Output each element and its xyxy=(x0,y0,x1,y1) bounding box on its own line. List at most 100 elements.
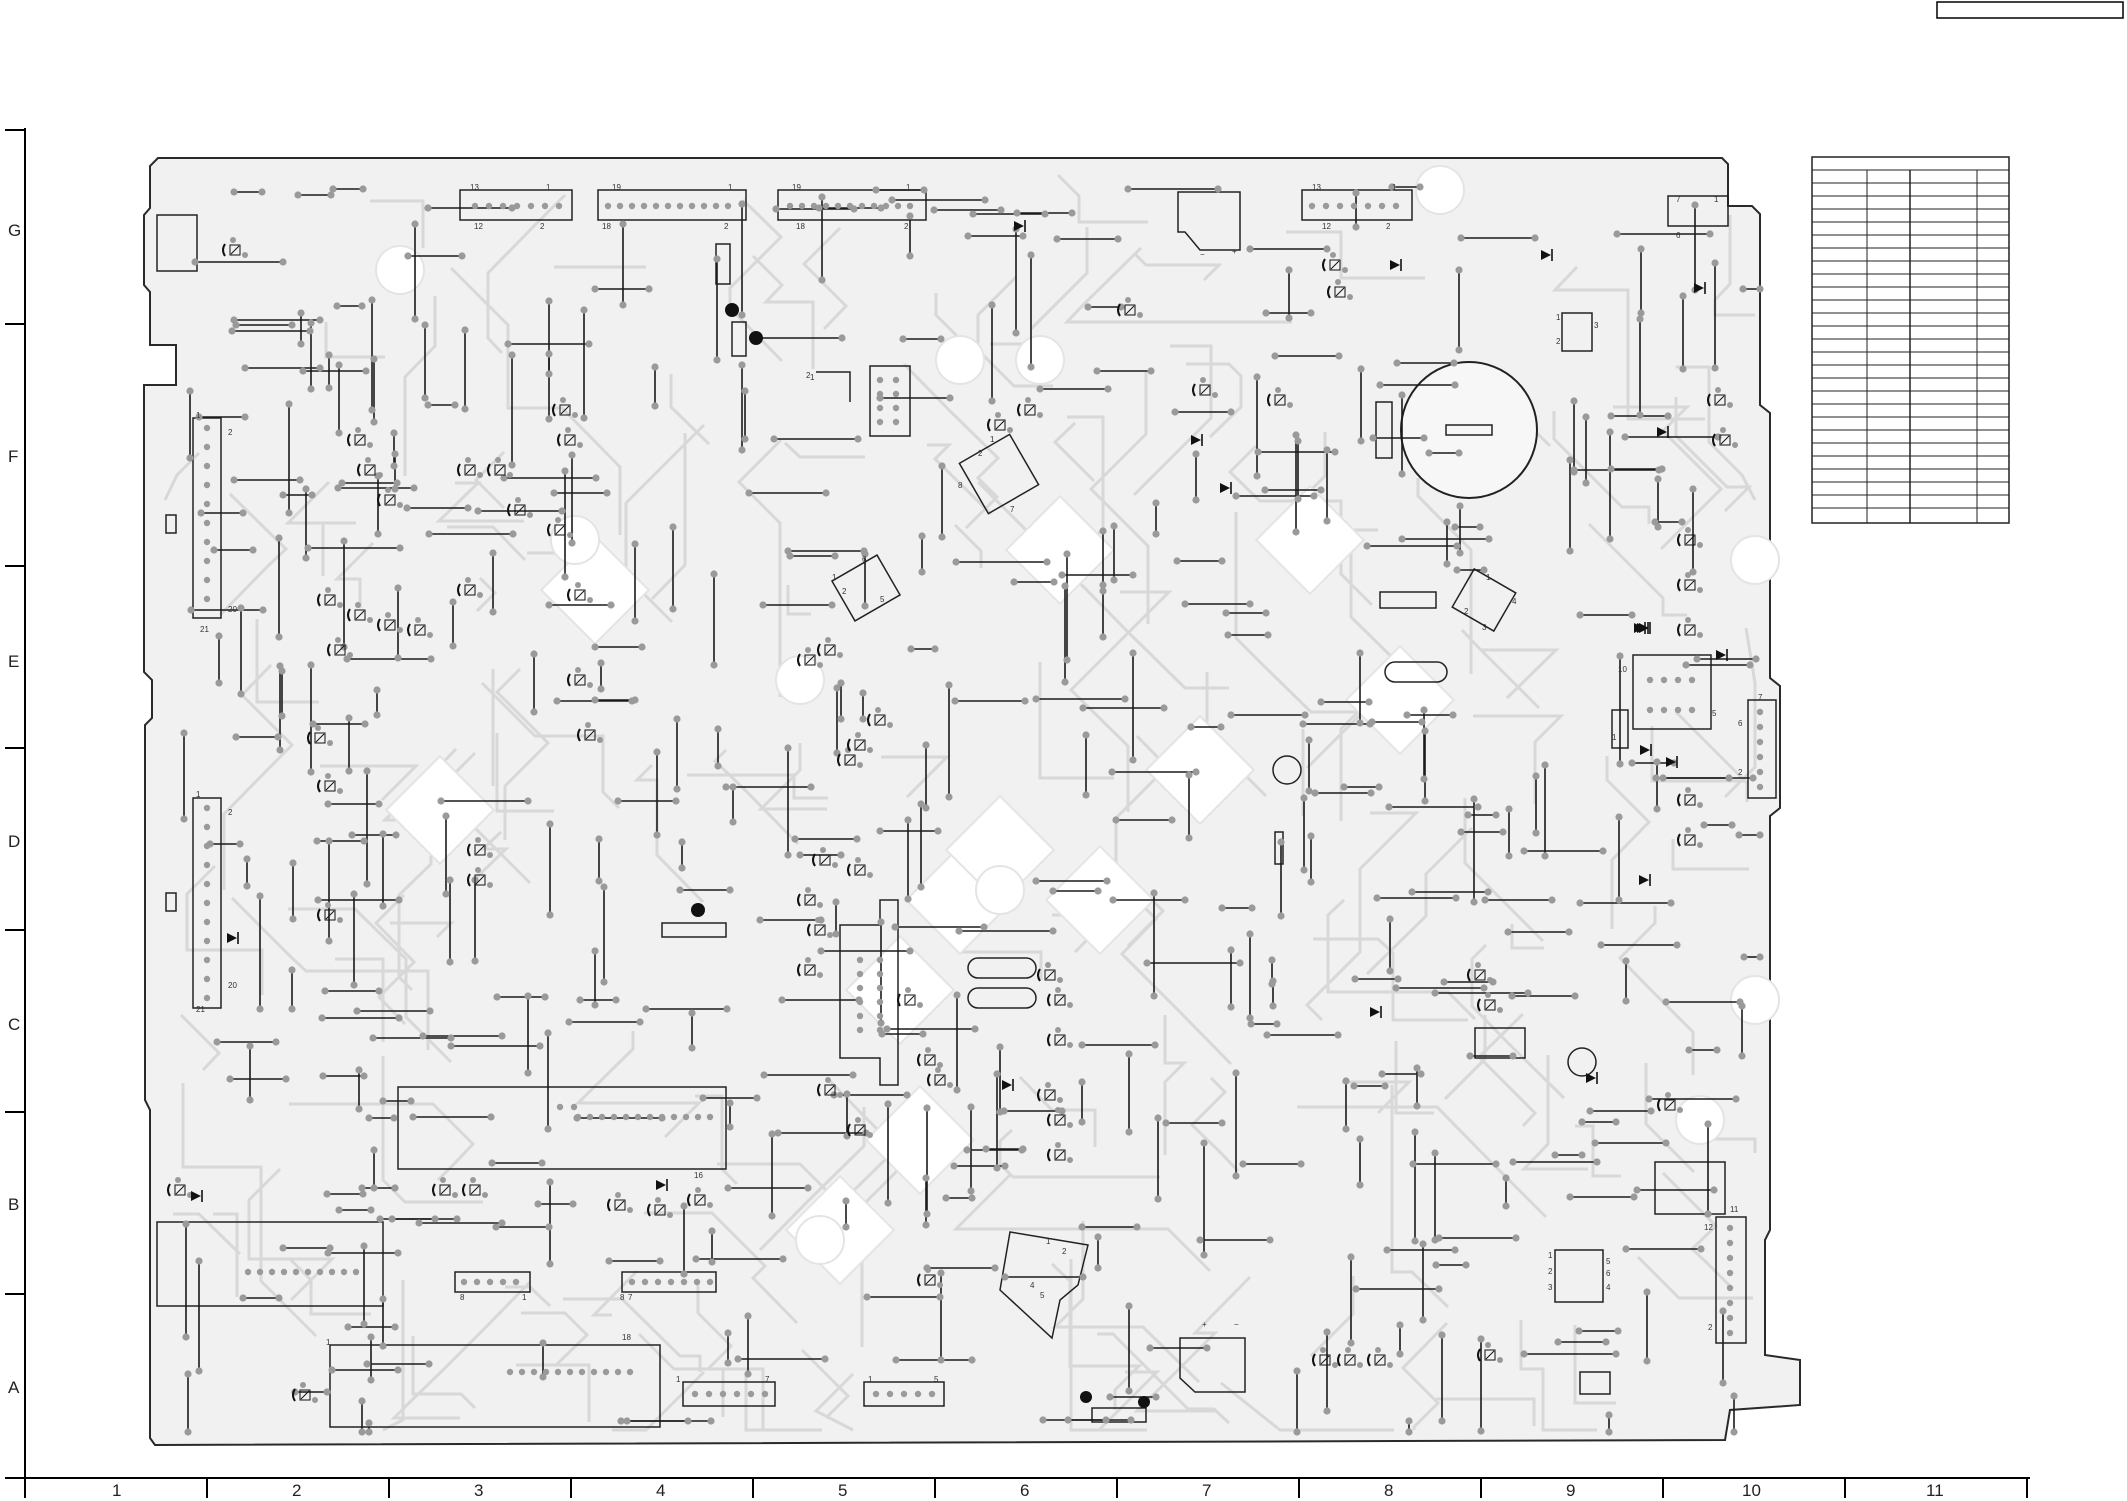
column-labels: 1 2 3 4 5 6 7 8 9 10 11 xyxy=(112,1481,1944,1500)
ic-g5-small xyxy=(715,243,731,285)
ic-a5-small-row xyxy=(1579,1371,1611,1395)
pin-labels: 13 1 12 2 19 1 18 2 19 1 18 2 13 1 12 2 … xyxy=(196,183,1763,1384)
ic-d1-small-a xyxy=(165,892,177,912)
ic-c9-block xyxy=(1474,1027,1526,1059)
pin-label: 1 xyxy=(906,183,911,192)
ic-d4-block xyxy=(661,922,727,938)
ic-f8-connector xyxy=(1375,401,1393,459)
column-ticks xyxy=(24,1478,2028,1498)
pin-label: 2 xyxy=(228,808,233,817)
row-label-d: D xyxy=(8,832,20,851)
pin-label: 5 xyxy=(1712,709,1717,718)
pin-label: 7 xyxy=(1010,505,1015,514)
pin-label: 1 xyxy=(868,1375,873,1384)
pin-label: 18 xyxy=(796,222,805,231)
ic-b3-connector xyxy=(454,1271,531,1293)
pin-label: 1 xyxy=(832,573,837,582)
ic-b9-block xyxy=(1554,1249,1604,1303)
pin-label: 6 xyxy=(1738,719,1743,728)
pin-label: 10 xyxy=(1618,665,1627,674)
battery-holder xyxy=(1400,361,1538,499)
pin-label: 2 xyxy=(1062,1247,1067,1256)
ic-d10-connector xyxy=(1747,699,1777,799)
pin-label: 1 xyxy=(1556,313,1561,322)
row-labels: G F E D C B A xyxy=(8,221,21,1397)
pin-label: 11 xyxy=(1730,1205,1739,1214)
row-label-g: G xyxy=(8,221,21,240)
ic-a7-motor xyxy=(1179,1337,1246,1393)
ic-f1-small-a xyxy=(165,514,177,534)
pin-label: 16 xyxy=(694,1171,703,1180)
pin-label: 3 xyxy=(1548,1283,1553,1292)
jumper-wires xyxy=(183,186,1760,1432)
ic-f1-connector xyxy=(192,417,222,619)
ic-f9-block xyxy=(1561,312,1593,352)
parts-table xyxy=(1811,156,2010,524)
ic-f5-bracket xyxy=(816,371,851,402)
ic-d7-small xyxy=(1274,831,1284,865)
pin-label: 1 xyxy=(1486,573,1491,582)
ic-f5-small xyxy=(731,321,747,357)
row-label-c: C xyxy=(8,1015,20,1034)
row-ticks xyxy=(5,129,25,1479)
pin-label: 1 xyxy=(1612,733,1617,742)
pin-label: 2 xyxy=(1708,1323,1713,1332)
small-components xyxy=(167,220,1738,1403)
pin-label: 7 xyxy=(1676,195,1681,204)
ic-g1-small xyxy=(156,214,198,272)
pin-label: 2 xyxy=(1738,768,1743,777)
pin-label: 21 xyxy=(200,625,209,634)
col-label-9: 9 xyxy=(1566,1481,1575,1500)
pin-label: 5 xyxy=(934,1375,939,1384)
col-label-5: 5 xyxy=(838,1481,847,1500)
pin-label: 2 xyxy=(1556,337,1561,346)
ic-f5-connector xyxy=(869,365,911,437)
ic-b4-connector xyxy=(621,1271,717,1293)
pin-label: 13 xyxy=(1312,183,1321,192)
battery-tab xyxy=(1445,424,1493,436)
pin-label: 2 xyxy=(540,222,545,231)
ic-e8-small xyxy=(1379,591,1437,609)
pin-label: 19 xyxy=(612,183,621,192)
ic-f6-block xyxy=(958,433,1040,515)
pin-label: 2 xyxy=(978,449,983,458)
pin-label: 12 xyxy=(474,222,483,231)
col-label-11: 11 xyxy=(1926,1481,1944,1500)
pin-label: 12 xyxy=(1322,222,1331,231)
pin-label: 7 xyxy=(1758,693,1763,702)
pin-label: 2 xyxy=(228,428,233,437)
ic-g7-motor xyxy=(1177,191,1241,251)
pin-label: 18 xyxy=(622,1333,631,1342)
pin-label: 20 xyxy=(228,981,237,990)
pin-label: 19 xyxy=(792,183,801,192)
pin-label: 1 xyxy=(990,435,995,444)
pcb-board xyxy=(143,157,1801,1447)
plus-mark: + xyxy=(1202,1320,1207,1329)
pin-label: 2 xyxy=(724,222,729,231)
pin-label: 6 xyxy=(1606,1269,1611,1278)
pin-label: 5 xyxy=(880,595,885,604)
pin-label: 1 xyxy=(1548,1251,1553,1260)
ic-b10-block xyxy=(1654,1161,1726,1215)
row-label-f: F xyxy=(8,447,18,466)
pin-label: 5 xyxy=(1606,1257,1611,1266)
pin-label: 1 xyxy=(810,373,815,382)
pin-label: 13 xyxy=(470,183,479,192)
row-label-b: B xyxy=(8,1195,19,1214)
ic-b3-module xyxy=(397,1086,727,1170)
pin-label: 1 xyxy=(196,790,201,799)
ic-g10-connector xyxy=(1667,195,1729,227)
ic-a4-connector xyxy=(682,1381,776,1407)
pin-label: 2 xyxy=(1464,607,1469,616)
pin-label: 3 xyxy=(1594,321,1599,330)
ic-b1-module xyxy=(156,1221,384,1307)
plus-mark: + xyxy=(1232,247,1237,256)
pin-label: 1 xyxy=(196,411,201,420)
pin-label: 7 xyxy=(765,1375,770,1384)
ic-a7-block xyxy=(1091,1407,1147,1423)
pin-label: 12 xyxy=(1704,1223,1713,1232)
pin-label: 21 xyxy=(196,1005,205,1014)
ic-outlines xyxy=(156,189,1777,1428)
pin-label: 3 xyxy=(1482,623,1487,632)
